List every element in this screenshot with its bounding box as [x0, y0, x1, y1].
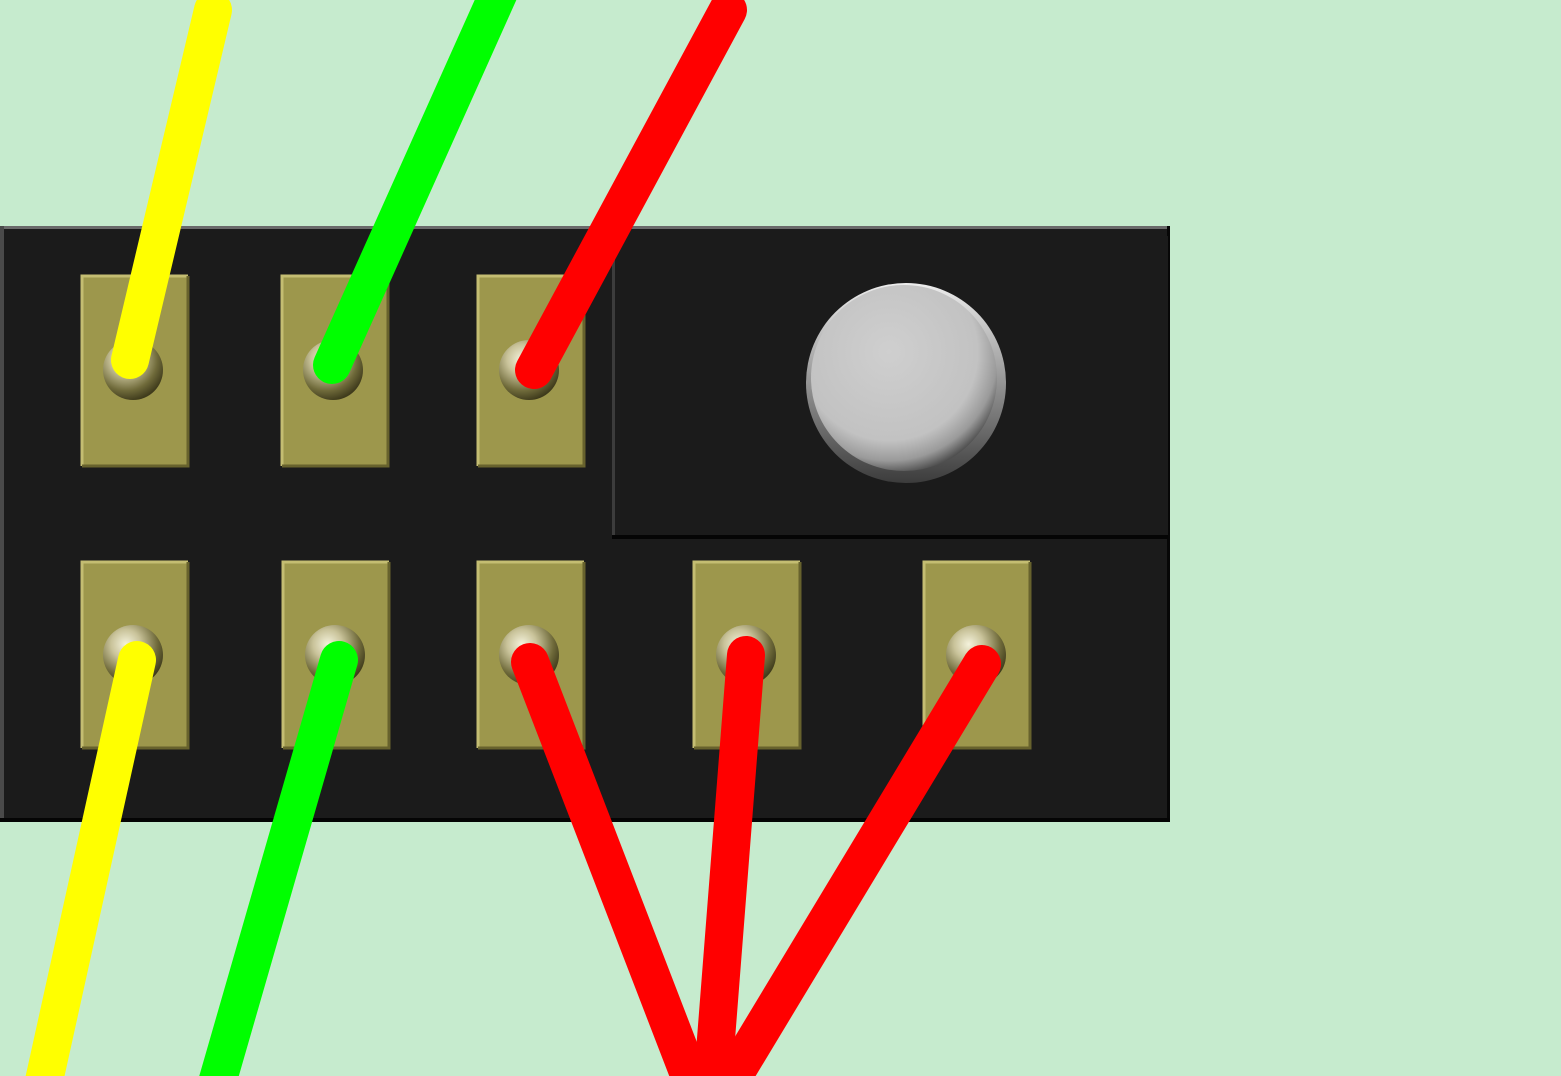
red-wire-bottom-1[interactable] [511, 643, 710, 1076]
push-button[interactable] [806, 283, 1006, 483]
green-wire-bottom[interactable] [199, 641, 358, 1076]
green-wire-top[interactable] [313, 0, 517, 384]
red-wire-bottom-3[interactable] [711, 645, 1001, 1076]
red-wire-top[interactable] [515, 0, 747, 389]
red-wire-bottom-2[interactable] [694, 636, 765, 1076]
yellow-wire-top[interactable] [111, 0, 232, 379]
wires [25, 0, 1001, 1076]
yellow-wire-bottom[interactable] [25, 641, 156, 1076]
